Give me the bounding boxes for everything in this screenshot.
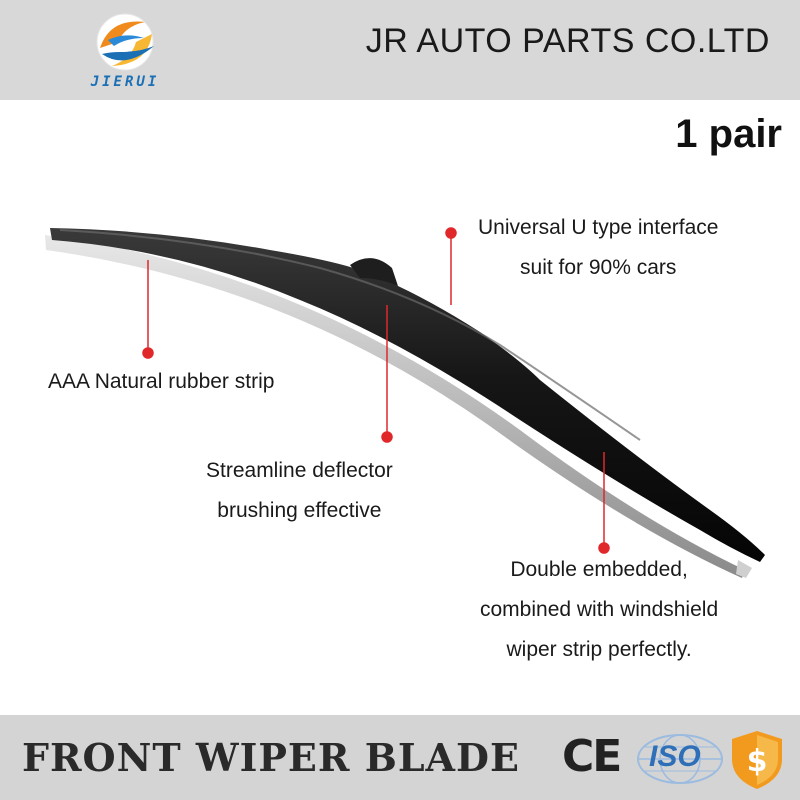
u-interface-connector xyxy=(350,258,398,286)
callout-interface-line1: Universal U type interface xyxy=(478,216,719,239)
header-bar: JIERUI JR AUTO PARTS CO.LTD xyxy=(0,0,800,100)
callout-embedded: Double embedded, combined with windshiel… xyxy=(480,550,718,670)
quantity-label: 1 pair xyxy=(675,112,782,156)
callout-rubber: AAA Natural rubber strip xyxy=(48,362,274,402)
logo-wordmark: JIERUI xyxy=(90,74,160,90)
callout-dot-deflector xyxy=(381,431,393,443)
callout-embedded-line1: Double embedded, xyxy=(510,558,688,581)
iso-globe-icon: ISO xyxy=(635,733,725,785)
ce-mark-icon: CE xyxy=(562,731,622,782)
callout-dot-interface xyxy=(445,227,457,239)
callout-interface: Universal U type interface suit for 90% … xyxy=(478,208,718,288)
company-name: JR AUTO PARTS CO.LTD xyxy=(365,22,770,60)
product-stage: Universal U type interface suit for 90% … xyxy=(0,100,800,715)
brand-logo: JIERUI xyxy=(70,8,180,96)
callout-embedded-line2: combined with windshield xyxy=(480,598,719,621)
callout-dot-embedded xyxy=(598,542,610,554)
price-shield-icon: $ xyxy=(728,729,786,791)
callout-deflector-line2: brushing effective xyxy=(217,499,382,522)
product-title: FRONT WIPER BLADE xyxy=(22,735,520,780)
jierui-logo-icon xyxy=(96,13,154,71)
shield-symbol: $ xyxy=(747,744,768,779)
callout-deflector-line1: Streamline deflector xyxy=(206,459,393,482)
blade-body xyxy=(50,228,765,562)
wiper-blade-illustration xyxy=(45,227,765,578)
callout-interface-line2: suit for 90% cars xyxy=(520,256,677,279)
callout-deflector: Streamline deflector brushing effective xyxy=(206,451,393,531)
iso-label: ISO xyxy=(649,740,701,773)
rubber-strip xyxy=(45,235,745,578)
callout-rubber-line1: AAA Natural rubber strip xyxy=(48,370,275,393)
callout-embedded-line3: wiper strip perfectly. xyxy=(506,638,692,661)
footer-bar: FRONT WIPER BLADE CE ISO $ xyxy=(0,715,800,800)
callout-dot-rubber xyxy=(142,347,154,359)
